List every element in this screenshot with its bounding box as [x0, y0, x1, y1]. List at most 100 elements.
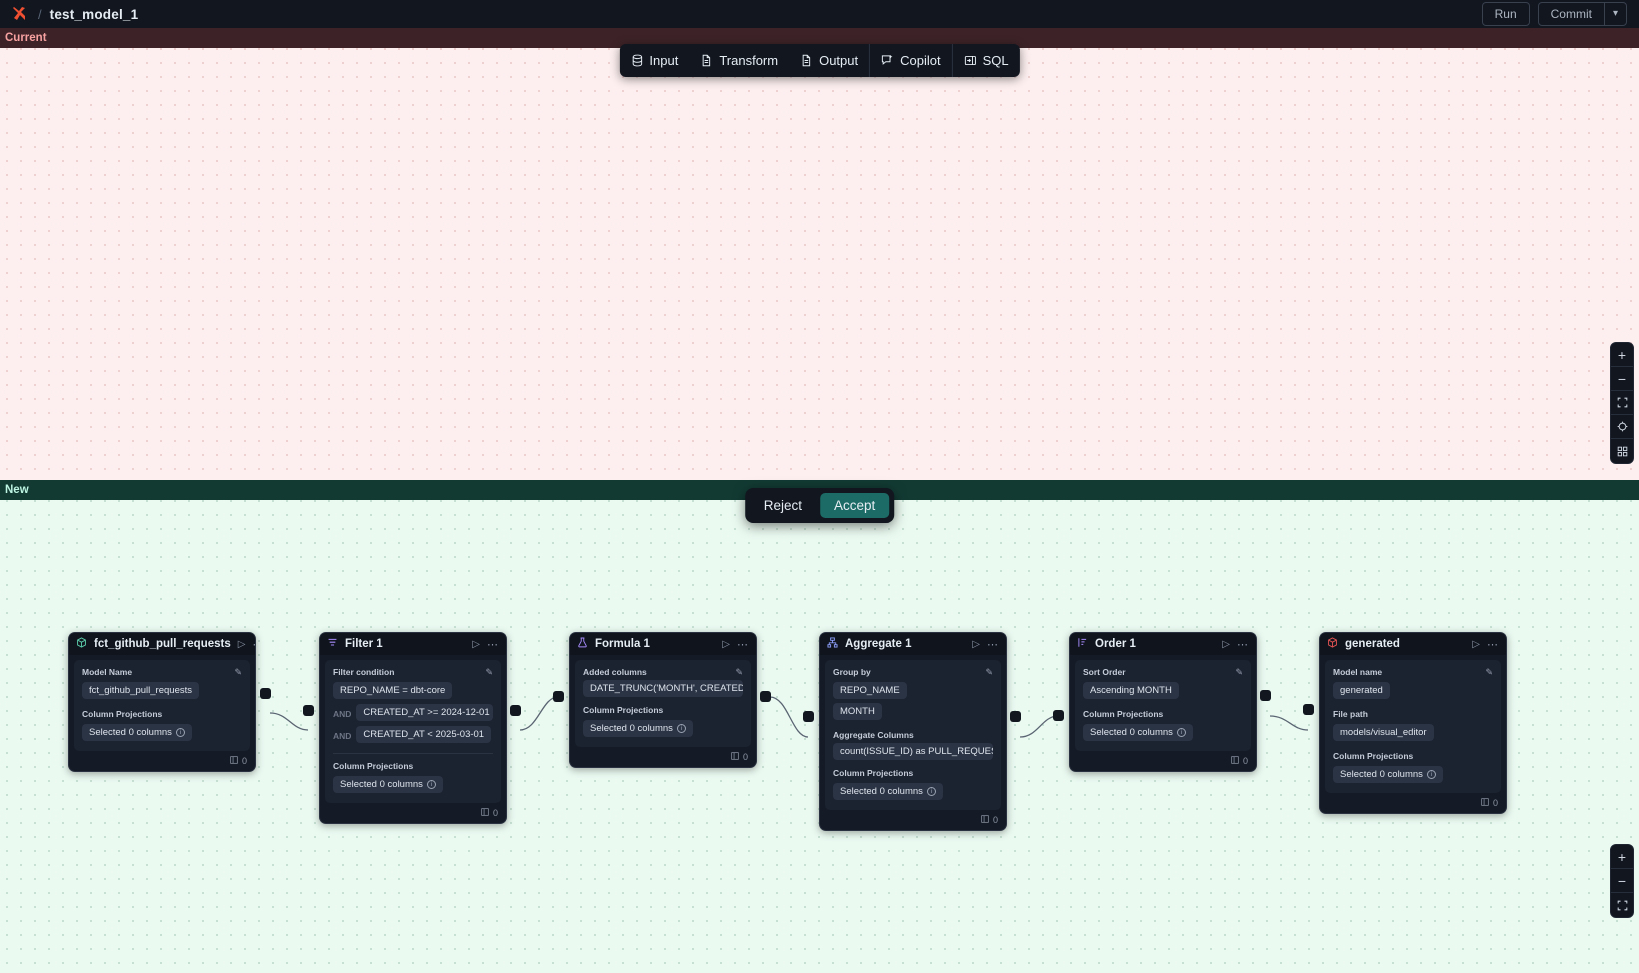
field-label: Model Name	[82, 667, 133, 677]
filter-condition-chip[interactable]: REPO_NAME = dbt-core	[333, 682, 453, 699]
document-icon	[700, 54, 713, 67]
row-count: 0	[492, 808, 498, 818]
field-label: Column Projections	[1333, 751, 1414, 761]
toolbar-item-output[interactable]: Output	[789, 44, 869, 77]
column-projections-chip[interactable]: Selected 0 columns i	[82, 724, 192, 741]
node-filter-1[interactable]: Filter 1 ▷ ⋯ ✎ Filter condition REPO_NAM…	[319, 632, 507, 824]
file-path-chip[interactable]: models/visual_editor	[1333, 724, 1434, 741]
chevron-down-icon[interactable]: ▾	[1603, 3, 1626, 25]
zoom-in-button[interactable]: +	[1611, 845, 1633, 869]
info-icon[interactable]: i	[926, 787, 936, 796]
toolbar-item-copilot[interactable]: Copilot	[869, 44, 951, 77]
fit-view-icon[interactable]	[1611, 893, 1633, 917]
node-menu-icon[interactable]: ⋯	[987, 638, 999, 651]
added-columns-chip[interactable]: DATE_TRUNC('MONTH', CREATED_AT...	[583, 680, 743, 697]
port-source-out[interactable]	[260, 688, 271, 699]
column-projections-chip[interactable]: Selected 0 columns i	[583, 720, 693, 737]
column-projections-chip[interactable]: Selected 0 columns i	[833, 783, 943, 800]
aggregate-columns-chip[interactable]: count(ISSUE_ID) as PULL_REQUEST_...	[833, 743, 993, 760]
info-icon[interactable]: i	[175, 728, 185, 737]
info-icon[interactable]: i	[1426, 770, 1436, 779]
node-order-1[interactable]: Order 1 ▷ ⋯ ✎ Sort Order Ascending MONTH…	[1069, 632, 1257, 772]
accept-button[interactable]: Accept	[819, 493, 890, 518]
filter-condition-chip[interactable]: CREATED_AT >= 2024-12-01	[356, 704, 493, 721]
run-node-icon[interactable]: ▷	[722, 638, 730, 650]
node-menu-icon[interactable]: ⋯	[1237, 638, 1249, 651]
info-icon[interactable]: i	[676, 724, 686, 733]
node-menu-icon[interactable]: ⋯	[487, 638, 499, 651]
port-filter-out[interactable]	[510, 705, 521, 716]
group-by-chip[interactable]: MONTH	[833, 703, 882, 720]
run-node-icon[interactable]: ▷	[472, 638, 480, 650]
column-projections-chip[interactable]: Selected 0 columns i	[1333, 766, 1443, 783]
edit-pencil-icon[interactable]: ✎	[1235, 667, 1243, 677]
port-order-in[interactable]	[1053, 710, 1064, 721]
node-menu-icon[interactable]: ⋯	[252, 638, 255, 651]
run-node-icon[interactable]: ▷	[1472, 638, 1480, 650]
title-bar: / test_model_1 Run Commit ▾	[0, 0, 1639, 28]
filter-condition-chip[interactable]: CREATED_AT < 2025-03-01	[356, 726, 492, 743]
node-header[interactable]: Order 1 ▷ ⋯	[1070, 633, 1256, 655]
node-header[interactable]: Formula 1 ▷ ⋯	[570, 633, 756, 655]
port-formula-in[interactable]	[553, 691, 564, 702]
port-order-out[interactable]	[1260, 690, 1271, 701]
x-brand-logo-icon[interactable]	[8, 3, 30, 25]
grid-toggle-icon[interactable]	[1611, 439, 1633, 463]
toolbar-item-sql[interactable]: SQL	[951, 44, 1020, 77]
node-toolbar: Input Transform Output	[619, 44, 1020, 77]
fit-view-icon[interactable]	[1611, 391, 1633, 415]
field-label: Aggregate Columns	[833, 730, 914, 740]
info-icon[interactable]: i	[426, 780, 436, 789]
node-header[interactable]: generated ▷ ⋯	[1320, 633, 1506, 655]
port-aggregate-in[interactable]	[803, 711, 814, 722]
edit-pencil-icon[interactable]: ✎	[234, 667, 242, 677]
commit-button[interactable]: Commit	[1550, 7, 1592, 21]
edit-pencil-icon[interactable]: ✎	[735, 667, 743, 677]
port-aggregate-out[interactable]	[1010, 711, 1021, 722]
edit-pencil-icon[interactable]: ✎	[485, 667, 493, 677]
sort-order-chip[interactable]: Ascending MONTH	[1083, 682, 1179, 699]
field-value[interactable]: fct_github_pull_requests	[82, 682, 199, 699]
port-generated-in[interactable]	[1303, 704, 1314, 715]
document-icon	[800, 54, 813, 67]
model-name-chip[interactable]: generated	[1333, 682, 1390, 699]
reject-button[interactable]: Reject	[763, 498, 802, 513]
node-generated[interactable]: generated ▷ ⋯ ✎ Model name generated Fil…	[1319, 632, 1507, 814]
edit-pencil-icon[interactable]: ✎	[985, 667, 993, 677]
run-button[interactable]: Run	[1481, 2, 1530, 26]
port-filter-in[interactable]	[303, 705, 314, 716]
copilot-sparkle-icon	[881, 54, 894, 67]
node-menu-icon[interactable]: ⋯	[1487, 638, 1499, 651]
group-by-chip[interactable]: REPO_NAME	[833, 682, 907, 699]
commit-split-button[interactable]: Commit ▾	[1537, 2, 1627, 26]
filter-icon	[327, 635, 338, 653]
center-target-icon[interactable]	[1611, 415, 1633, 439]
node-menu-icon[interactable]: ⋯	[737, 638, 749, 651]
row-count: 0	[992, 815, 998, 825]
node-header[interactable]: fct_github_pull_requests ▷ ⋯	[69, 633, 255, 655]
node-fct-github-pull-requests[interactable]: fct_github_pull_requests ▷ ⋯ ✎ Model Nam…	[68, 632, 256, 772]
port-formula-out[interactable]	[760, 691, 771, 702]
node-aggregate-1[interactable]: Aggregate 1 ▷ ⋯ ✎ Group by REPO_NAME MON…	[819, 632, 1007, 831]
node-header[interactable]: Filter 1 ▷ ⋯	[320, 633, 506, 655]
run-node-icon[interactable]: ▷	[237, 638, 246, 650]
run-node-icon[interactable]: ▷	[1222, 638, 1230, 650]
zoom-out-button[interactable]: −	[1611, 869, 1633, 893]
titlebar-actions: Run Commit ▾	[1481, 2, 1631, 26]
column-projections-chip[interactable]: Selected 0 columns i	[333, 776, 443, 793]
node-header[interactable]: Aggregate 1 ▷ ⋯	[820, 633, 1006, 655]
column-projections-chip[interactable]: Selected 0 columns i	[1083, 724, 1193, 741]
zoom-out-button[interactable]: −	[1611, 367, 1633, 391]
node-formula-1[interactable]: Formula 1 ▷ ⋯ ✎ Added columns DATE_TRUNC…	[569, 632, 757, 768]
toolbar-item-input[interactable]: Input	[619, 44, 689, 77]
filter-condition-row: AND CREATED_AT < 2025-03-01	[333, 726, 493, 745]
field-label: Column Projections	[82, 709, 163, 719]
info-icon[interactable]: i	[1176, 728, 1186, 737]
run-node-icon[interactable]: ▷	[972, 638, 980, 650]
edit-pencil-icon[interactable]: ✎	[1485, 667, 1493, 677]
field-value: Selected 0 columns	[1340, 769, 1423, 780]
toolbar-item-transform[interactable]: Transform	[689, 44, 789, 77]
flask-formula-icon	[577, 635, 588, 653]
zoom-in-button[interactable]: +	[1611, 343, 1633, 367]
row-count: 0	[1492, 798, 1498, 808]
